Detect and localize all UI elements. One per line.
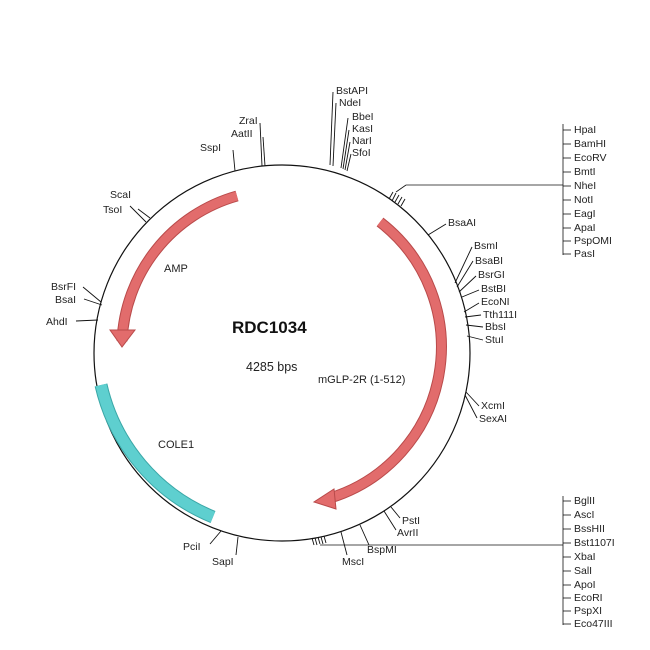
mcs-top-site: BamHI: [574, 138, 606, 150]
mcs-bottom-site: Bst1107I: [574, 537, 615, 549]
mcs-bottom-site: EcoRI: [574, 592, 603, 604]
site-tth111i: Tth111I: [483, 309, 517, 321]
plasmid-name: RDC1034: [232, 318, 307, 337]
mcs-top-site: NotI: [574, 194, 593, 206]
site-bsai: BsaI: [55, 294, 76, 306]
mcs-bottom-site: SalI: [574, 565, 592, 577]
mcs-top-site: HpaI: [574, 124, 596, 136]
amp-label: AMP: [164, 263, 188, 275]
site-cluster-top: BstAPI NdeI BbeI KasI NarI SfoI: [329, 85, 374, 172]
mcs-top-site: BmtI: [574, 166, 596, 178]
mcs-bottom-site: XbaI: [574, 551, 596, 563]
cole1-label: COLE1: [158, 439, 194, 451]
mcs-bottom-site: AscI: [574, 509, 594, 521]
site-avrii: AvrII: [397, 527, 418, 539]
site-bsrgi: BsrGI: [478, 269, 505, 281]
site-bbei: BbeI: [352, 111, 374, 123]
site-bstapi: BstAPI: [336, 85, 368, 97]
site-stui: StuI: [485, 334, 504, 346]
site-sfoi: SfoI: [352, 147, 371, 159]
mglp-arrowhead: [312, 488, 337, 510]
site-bsrfi: BsrFI: [51, 281, 76, 293]
mcs-cluster-top: HpaI BamHI EcoRV BmtI NheI NotI EagI Apa…: [388, 124, 612, 260]
site-aatii: AatII: [231, 128, 253, 140]
site-econi: EcoNI: [481, 296, 510, 308]
site-bspmi: BspMI: [367, 544, 397, 556]
site-ndei: NdeI: [339, 97, 361, 109]
site-pcii: PciI: [183, 541, 201, 553]
mcs-bottom-site: Eco47III: [574, 618, 613, 630]
site-cluster-upper-left: ZraI AatII SspI: [200, 115, 266, 172]
amp-arrowhead: [109, 329, 137, 348]
mcs-top-site: EagI: [574, 208, 596, 220]
site-cluster-left-mid: BsrFI BsaI AhdI: [46, 281, 103, 328]
site-cluster-right-upper: BsaAI: [427, 217, 476, 236]
site-cluster-right-mid: BsmI BsaBI BsrGI BstBI EcoNI Tth111I Bbs…: [454, 240, 517, 346]
site-kasi: KasI: [352, 123, 373, 135]
site-nari: NarI: [352, 135, 372, 147]
mcs-top-site: ApaI: [574, 222, 596, 234]
site-sapi: SapI: [212, 556, 234, 568]
site-psti: PstI: [402, 515, 420, 527]
site-msci: MscI: [342, 556, 364, 568]
site-ahdi: AhdI: [46, 316, 68, 328]
mcs-bottom-site: BssHII: [574, 523, 605, 535]
site-bbsi: BbsI: [485, 321, 506, 333]
plasmid-size: 4285 bps: [246, 360, 297, 374]
mcs-bottom-site: ApoI: [574, 579, 596, 591]
mcs-top-site: NheI: [574, 180, 596, 192]
site-zrai: ZraI: [239, 115, 258, 127]
mcs-top-site: PspOMI: [574, 235, 612, 247]
mglp-label: mGLP-2R (1-512): [318, 374, 405, 386]
site-cluster-bottom-right: PstI AvrII BspMI MscI: [340, 506, 420, 568]
mcs-cluster-bottom: BglII AscI BssHII Bst1107I XbaI SalI Apo…: [311, 495, 615, 630]
plasmid-backbone: [93, 164, 471, 542]
site-cluster-right-lower: XcmI SexAI: [464, 391, 507, 425]
site-sspi: SspI: [200, 142, 221, 154]
site-bsabi: BsaBI: [475, 255, 503, 267]
cole1-feature: COLE1: [94, 383, 216, 524]
site-tsoi: TsoI: [103, 204, 122, 216]
site-scai: ScaI: [110, 189, 131, 201]
site-bstbi: BstBI: [481, 283, 506, 295]
site-bsmi: BsmI: [474, 240, 498, 252]
mcs-top-site: EcoRV: [574, 152, 607, 164]
mcs-bottom-site: BglII: [574, 495, 595, 507]
amp-feature: AMP: [109, 190, 239, 348]
site-xcmi: XcmI: [481, 400, 505, 412]
site-sexai: SexAI: [479, 413, 507, 425]
site-cluster-left-upper: ScaI TsoI: [103, 189, 151, 223]
mcs-top-site: PasI: [574, 248, 595, 260]
mcs-bottom-site: PspXI: [574, 605, 602, 617]
site-bsaai: BsaAI: [448, 217, 476, 229]
mglp-feature: mGLP-2R (1-512): [312, 217, 447, 510]
site-cluster-bottom-left: SapI PciI: [183, 530, 239, 568]
